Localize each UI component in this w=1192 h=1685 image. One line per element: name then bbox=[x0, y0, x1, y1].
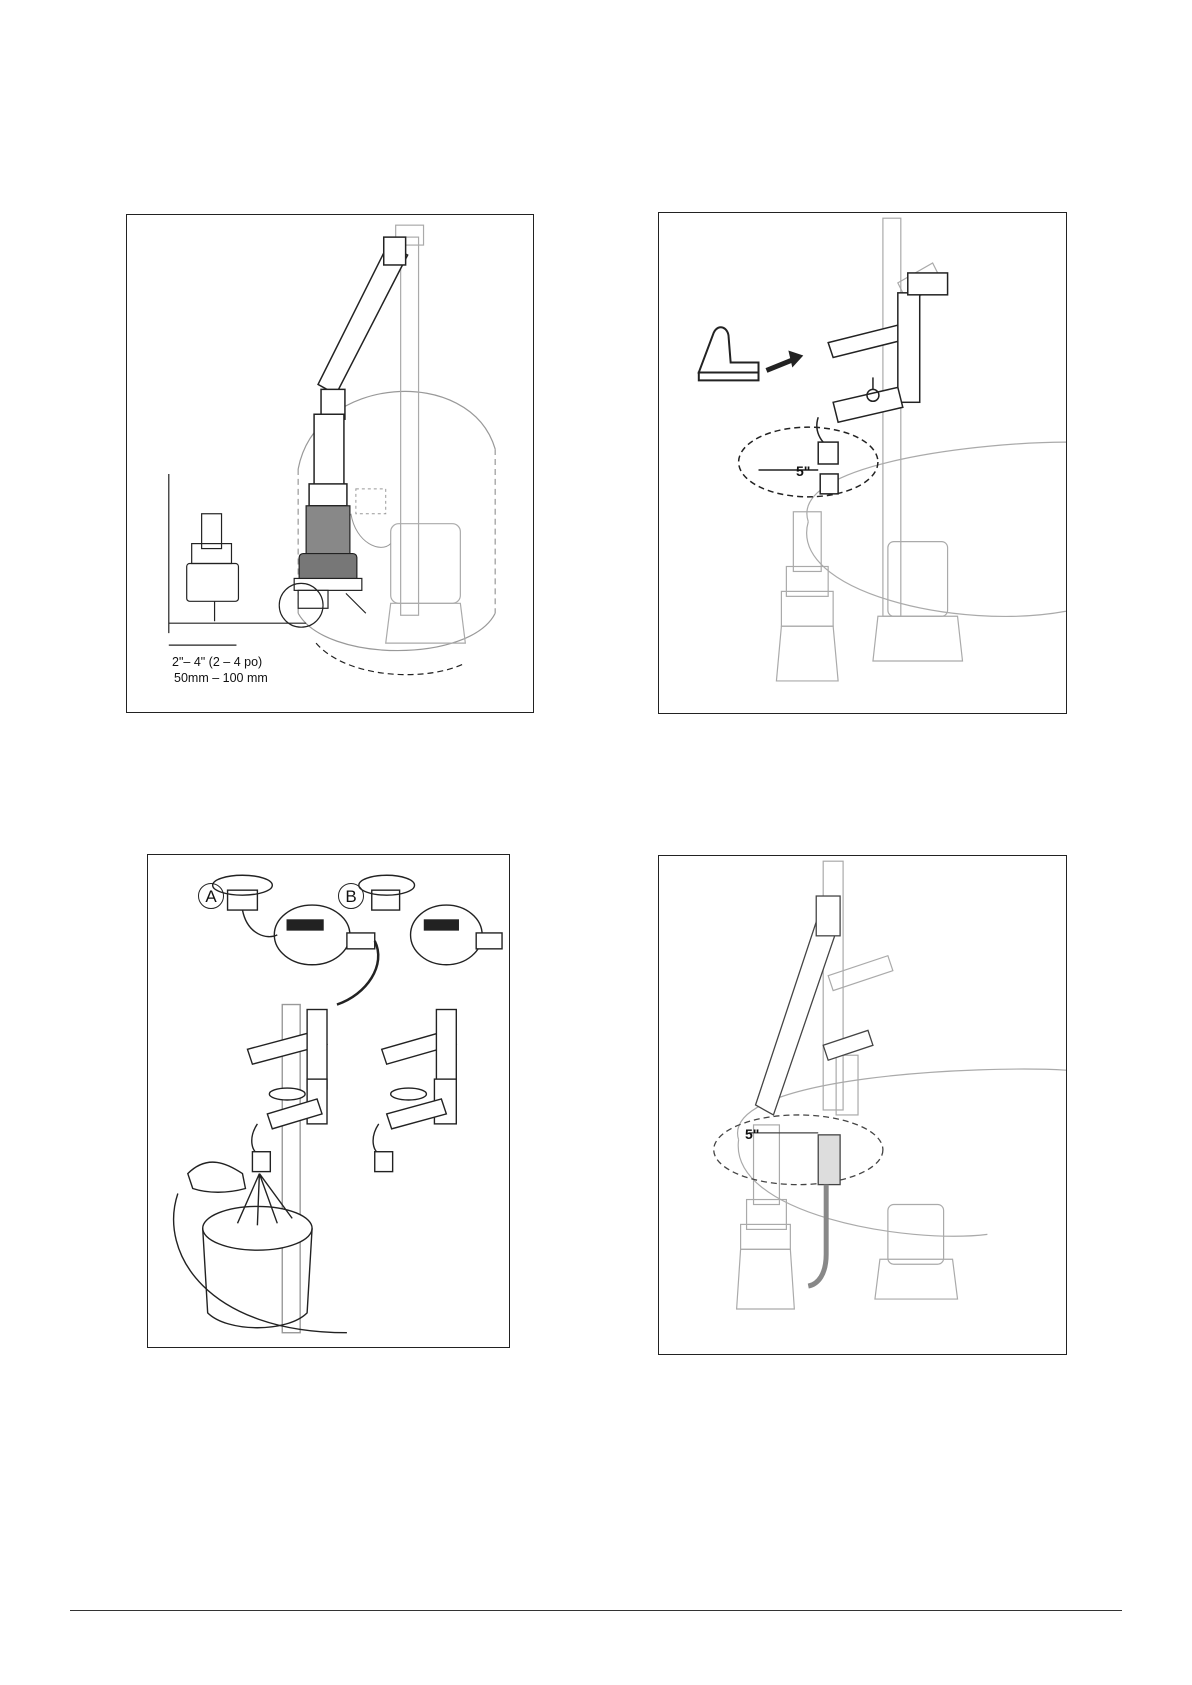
label-b: B bbox=[338, 883, 364, 909]
figure-3-meter-install: A B bbox=[147, 854, 510, 1348]
figure-4-final-assembly: 5" bbox=[658, 855, 1067, 1355]
dimension-label: 5" bbox=[745, 1126, 759, 1142]
figure-2-remove-section: 5" bbox=[658, 212, 1067, 714]
figure-2-illustration bbox=[659, 213, 1066, 713]
dimension-label-mm: 50mm – 100 mm bbox=[174, 671, 268, 685]
figure-4-illustration bbox=[659, 856, 1066, 1354]
figure-1-backup-pump-install: 2"– 4" (2 – 4 po) 50mm – 100 mm bbox=[126, 214, 534, 713]
label-a: A bbox=[198, 883, 224, 909]
dimension-label: 5" bbox=[796, 463, 810, 479]
dimension-label-inches: 2"– 4" (2 – 4 po) bbox=[172, 655, 262, 669]
figure-3-illustration bbox=[148, 855, 509, 1347]
figure-1-illustration bbox=[127, 215, 533, 712]
footer-divider bbox=[70, 1610, 1122, 1611]
